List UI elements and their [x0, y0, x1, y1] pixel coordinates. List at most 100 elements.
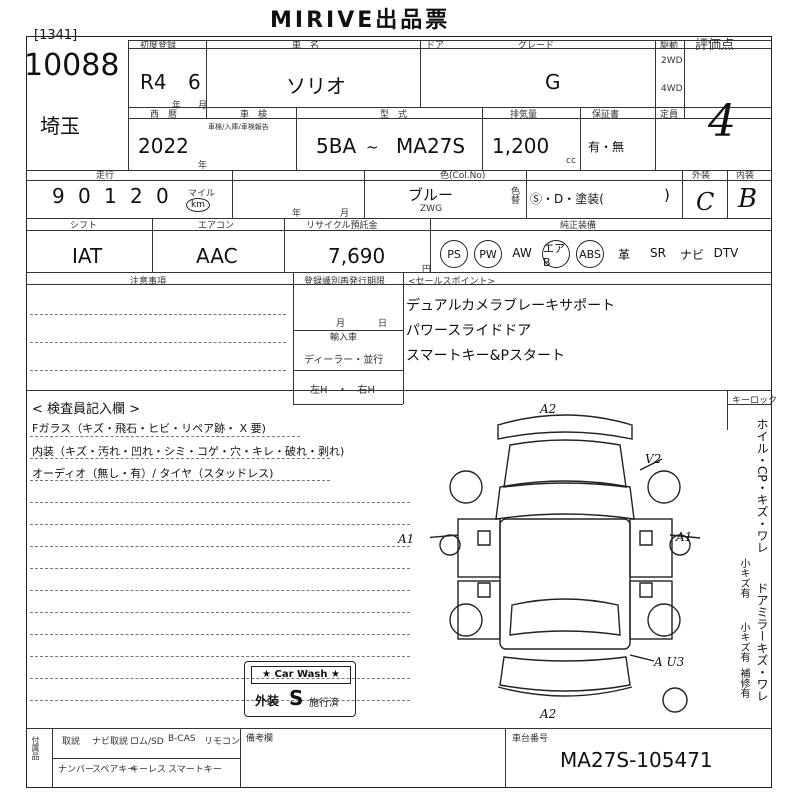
label-shift: シフト — [70, 221, 98, 231]
mark-right-front: V2 — [645, 452, 662, 466]
rear-bumper — [497, 686, 633, 697]
exterior-grade: C — [696, 188, 715, 216]
color-change: 色替 — [509, 186, 519, 204]
model-year-value: 2022 — [138, 134, 189, 158]
region: 埼玉 — [40, 114, 80, 138]
bottom-left-label: 付属品 — [31, 736, 40, 760]
stamp-grade: S — [289, 686, 304, 710]
mileage-digit: 1 — [104, 184, 117, 208]
equipment-item: ナビ — [679, 248, 704, 262]
label-drive: 駆動 — [660, 41, 679, 51]
spare-wheel — [662, 687, 688, 713]
inspector-line-rule — [30, 436, 300, 437]
car-wash-stamp: ★ Car Wash ★ 外装 S 施行済 — [244, 661, 356, 717]
mileage-digit: 0 — [78, 184, 91, 208]
grid-line — [26, 390, 772, 391]
mark-arrow — [430, 534, 459, 539]
shift-value: IAT — [72, 244, 103, 268]
mark-right: A1 — [676, 530, 693, 544]
import-month: 月 — [336, 319, 346, 329]
lot-bracket: [1341] — [34, 28, 78, 43]
grid-line — [240, 728, 241, 788]
grid-line — [26, 218, 772, 219]
model-prefix: 5BA — [316, 134, 357, 158]
model-dash: ~ — [366, 138, 379, 156]
accessory: リモコン — [204, 737, 241, 747]
note-line — [30, 370, 286, 371]
label-exterior: 外装 — [692, 171, 711, 181]
label-recycle: リサイクル預託金 — [306, 221, 378, 231]
grid-line — [26, 170, 772, 171]
front-bumper — [497, 414, 633, 440]
paint-close: ) — [664, 186, 670, 204]
model-suffix: MA27S — [396, 134, 466, 158]
inspector-blank-line — [30, 590, 410, 591]
label-sales-points: <セールスポイント> — [408, 277, 496, 287]
right-front-door — [629, 518, 673, 578]
day-mark: 日 — [378, 319, 388, 329]
sheet-title: MIRIVE出品票 — [270, 8, 451, 33]
grid-line — [26, 180, 772, 181]
inspector-line: Fガラス（キズ・飛石・ヒビ・リペア跡・ X 要) — [32, 422, 266, 435]
rear-window — [509, 598, 621, 636]
grid-line — [232, 170, 233, 218]
grid-line — [26, 284, 772, 285]
label-model: 型 式 — [380, 110, 408, 120]
label-mileage: 走行 — [96, 171, 115, 181]
side-note: 小キズ有 — [738, 558, 749, 598]
grid-line — [296, 107, 297, 170]
grid-line — [655, 40, 656, 170]
label-first-reg: 初度登録 — [140, 41, 177, 51]
left-rear-door — [457, 580, 501, 640]
equipment-item: DTV — [713, 246, 739, 260]
grid-line — [128, 40, 129, 170]
accessory: ナビ取説 — [92, 737, 129, 747]
stamp-title: ★ Car Wash ★ — [251, 666, 351, 684]
grid-line — [526, 170, 527, 218]
equipment-item: AW — [512, 246, 532, 260]
grid-line — [580, 107, 581, 170]
label-inspector: < 検査員記入欄 > — [32, 402, 141, 417]
equipment-item: ABS — [576, 240, 604, 268]
lot-number: 10088 — [24, 48, 120, 83]
grid-line — [26, 230, 772, 231]
left-window-front — [477, 530, 491, 546]
inspector-blank-line — [30, 678, 410, 679]
label-color: 色(Col.No) — [440, 171, 486, 181]
inspector-line: オーディオ（無し・有）/ タイヤ（スタッドレス) — [32, 467, 274, 480]
label-car-name: 車 名 — [292, 41, 320, 51]
mileage-digit: 2 — [130, 184, 143, 208]
inspector-blank-line — [30, 568, 410, 569]
label-warranty: 保証書 — [592, 110, 620, 120]
chassis-number: MA27S-105471 — [560, 748, 713, 772]
mark-arrow — [629, 654, 655, 662]
equipment-item: 革 — [617, 248, 630, 262]
inspector-blank-line — [30, 546, 410, 547]
grid-line — [420, 40, 421, 107]
inspector-blank-line — [30, 634, 410, 635]
left-window-rear — [477, 582, 491, 598]
mile-unit: マイル — [188, 189, 216, 199]
right-window-front — [639, 530, 653, 546]
equipment-item: PS — [440, 240, 468, 268]
side-note: ホイル・CP・キズ・ワレ — [755, 418, 769, 554]
sales-point: デュアルカメラブレーキサポート — [406, 298, 616, 314]
label-aircon: エアコン — [198, 221, 235, 231]
grid-line — [128, 118, 772, 119]
displacement-value: 1,200 — [492, 134, 550, 158]
grid-line — [430, 218, 431, 272]
sales-point: スマートキー&Pスタート — [406, 348, 565, 364]
aircon-value: AAC — [196, 244, 238, 268]
inspector-line: 内装（キズ・汚れ・凹れ・シミ・コゲ・穴・キレ・破れ・剥れ) — [32, 445, 345, 458]
grid-line — [727, 390, 728, 430]
year-suffix-3: 年 — [292, 209, 302, 219]
side-note: 小キズ有 — [738, 622, 749, 662]
recycle-value: 7,690 — [328, 244, 386, 268]
label-reg-date: 登録識別再発行期限 — [304, 277, 386, 287]
label-chassis: 車台番号 — [512, 734, 549, 744]
equipment-item: エアB — [542, 240, 570, 269]
color-code: ZWG — [420, 204, 443, 214]
label-score: 評価点 — [695, 38, 735, 53]
year-suffix-2: 年 — [198, 161, 208, 171]
accessory: ロム/SD — [130, 737, 164, 747]
